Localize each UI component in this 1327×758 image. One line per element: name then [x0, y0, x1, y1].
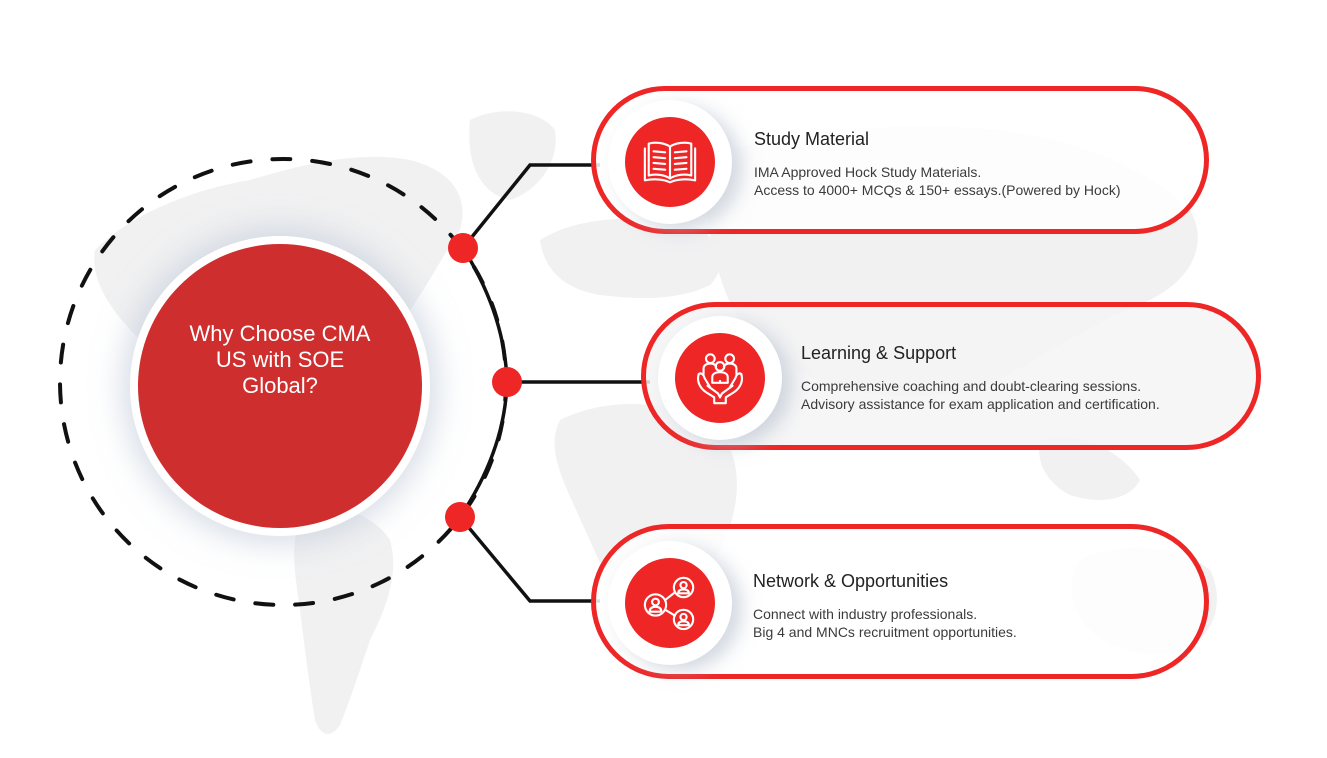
icon-ring — [608, 100, 732, 224]
hub-title: Why Choose CMA US with SOE Global? — [189, 321, 371, 398]
feature-card-study-material: Study Material IMA Approved Hock Study M… — [591, 86, 1209, 234]
icon-disc — [675, 333, 765, 423]
card-description-line: Big 4 and MNCs recruitment opportunities… — [753, 624, 1017, 640]
card-title: Network & Opportunities — [753, 571, 949, 591]
node-dot-network — [445, 502, 475, 532]
card-description-line: Comprehensive coaching and doubt-clearin… — [801, 378, 1142, 394]
connector-line-network — [458, 515, 600, 603]
map-europe — [540, 218, 721, 298]
map-southeast-asia — [1039, 437, 1140, 500]
icon-ring — [658, 316, 782, 440]
card-description-line: IMA Approved Hock Study Materials. — [754, 164, 982, 180]
card-title: Learning & Support — [801, 343, 957, 363]
connector-line-study-material — [461, 163, 600, 250]
hub-circle: Why Choose CMA US with SOE Global? — [138, 244, 422, 528]
hands-holding-people-icon — [696, 353, 744, 405]
card-description-line: Connect with industry professionals. — [753, 606, 978, 622]
node-dot-study-material — [448, 233, 478, 263]
card-title: Study Material — [754, 129, 870, 149]
card-description-line: Access to 4000+ MCQs & 150+ essays.(Powe… — [754, 182, 1121, 198]
node-dot-learning-support — [492, 367, 522, 397]
map-south-america — [294, 509, 394, 735]
map-greenland — [469, 111, 556, 200]
feature-card-network-opportunities: Network & Opportunities Connect with ind… — [591, 524, 1209, 679]
icon-ring — [608, 541, 732, 665]
network-people-icon — [643, 576, 695, 631]
card-description-line: Advisory assistance for exam application… — [801, 396, 1160, 412]
open-book-icon — [643, 141, 697, 184]
feature-card-learning-support: Learning & Support Comprehensive coachin… — [641, 302, 1261, 450]
icon-disc — [625, 558, 715, 648]
icon-disc — [625, 117, 715, 207]
